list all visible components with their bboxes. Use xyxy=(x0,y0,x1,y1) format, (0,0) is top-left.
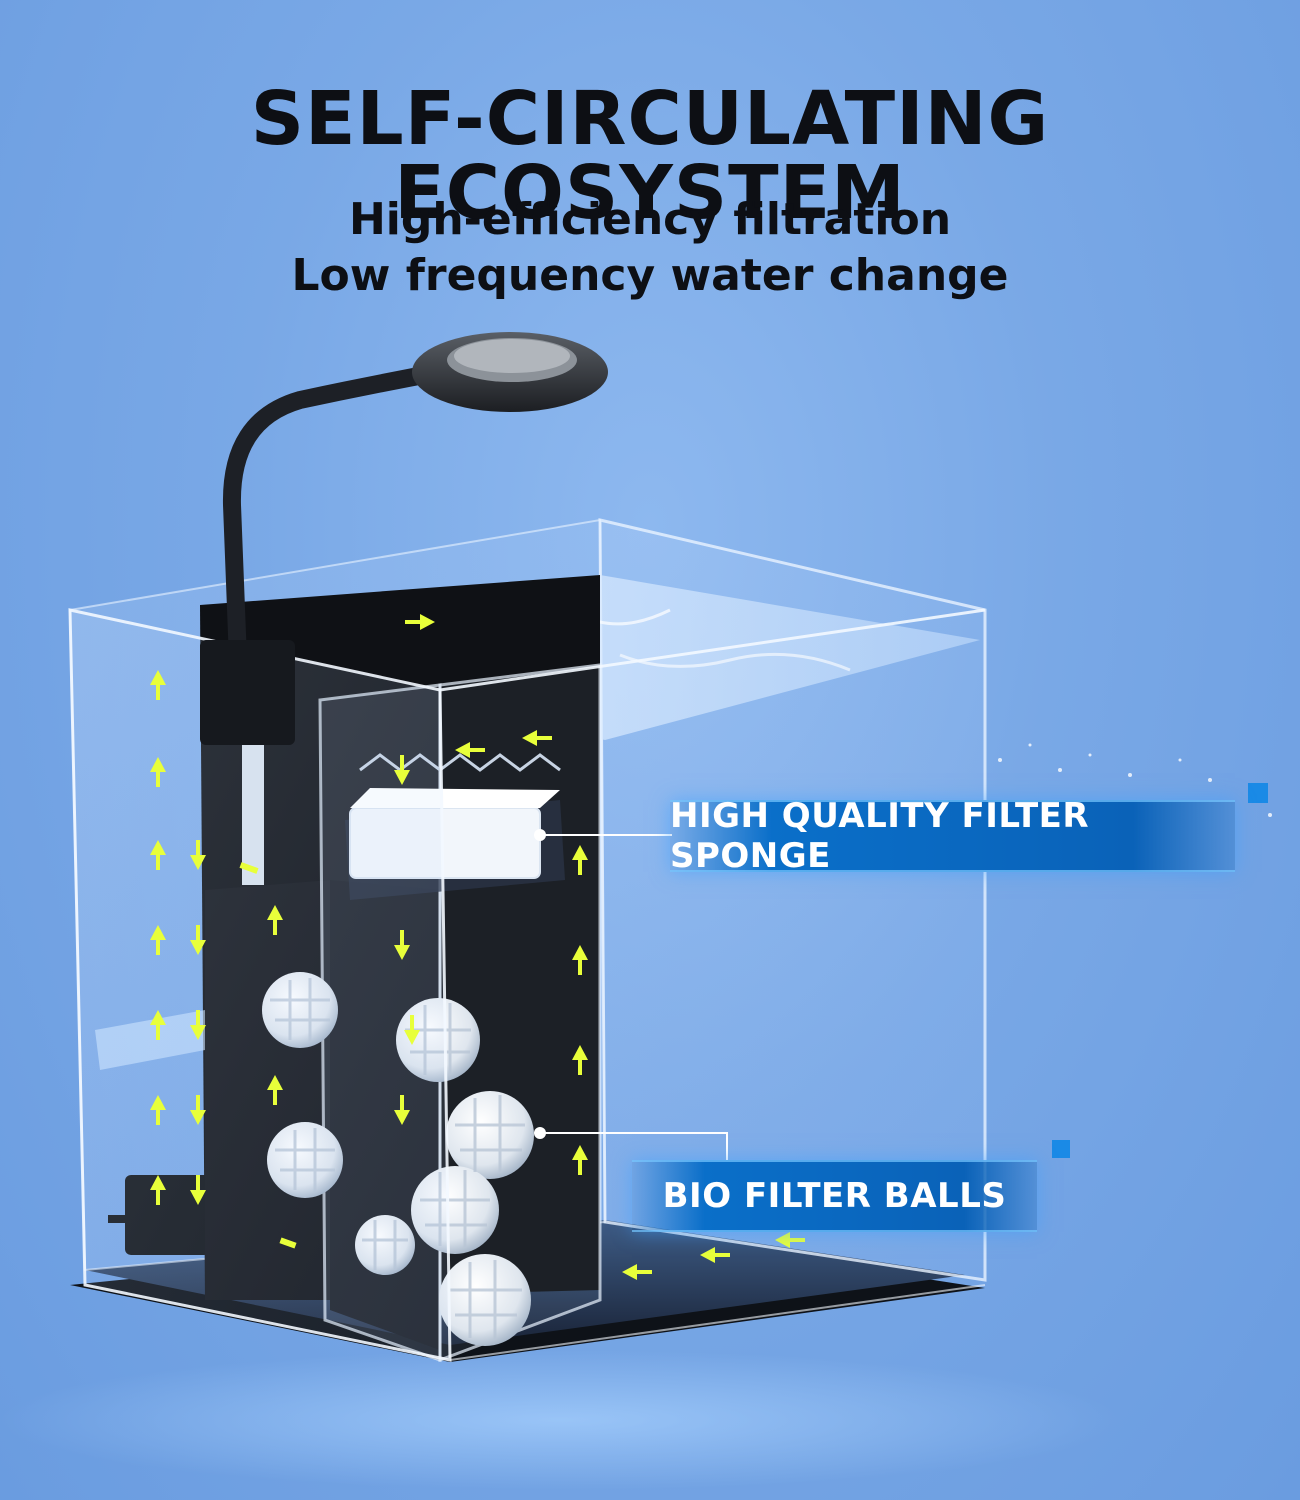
callout-sponge-label: HIGH QUALITY FILTER SPONGE xyxy=(670,796,1090,876)
arrow-icon xyxy=(394,755,420,1125)
subtitle-filtration: High-efficiency filtration xyxy=(348,194,952,245)
arrow-icon xyxy=(572,845,588,1175)
balls-pointer-dot xyxy=(534,1127,546,1139)
subtitle-water-change: Low frequency water change xyxy=(291,250,1009,301)
arrow-icon xyxy=(190,840,206,1205)
floor-glow xyxy=(0,1350,1120,1490)
page-title: SELF-CIRCULATING ECOSYSTEM xyxy=(250,76,1050,236)
callout-filter-sponge: HIGH QUALITY FILTER SPONGE xyxy=(670,796,1235,876)
sponge-pointer-dot xyxy=(534,829,546,841)
arrow-icon xyxy=(267,905,283,1105)
arrow-icon xyxy=(150,670,166,1205)
flow-arrows xyxy=(150,614,805,1280)
lamp-clamp xyxy=(200,640,295,745)
callout-balls-label: BIO FILTER BALLS xyxy=(662,1176,1007,1216)
sparkles xyxy=(998,743,1272,817)
callout-marker-icon xyxy=(1248,783,1268,803)
callout-marker-icon xyxy=(1052,1140,1070,1158)
callout-lines xyxy=(540,834,728,1165)
arrow-icon xyxy=(405,614,805,1280)
lamp-gooseneck xyxy=(222,363,449,669)
callout-bio-balls: BIO FILTER BALLS xyxy=(632,1160,1037,1232)
